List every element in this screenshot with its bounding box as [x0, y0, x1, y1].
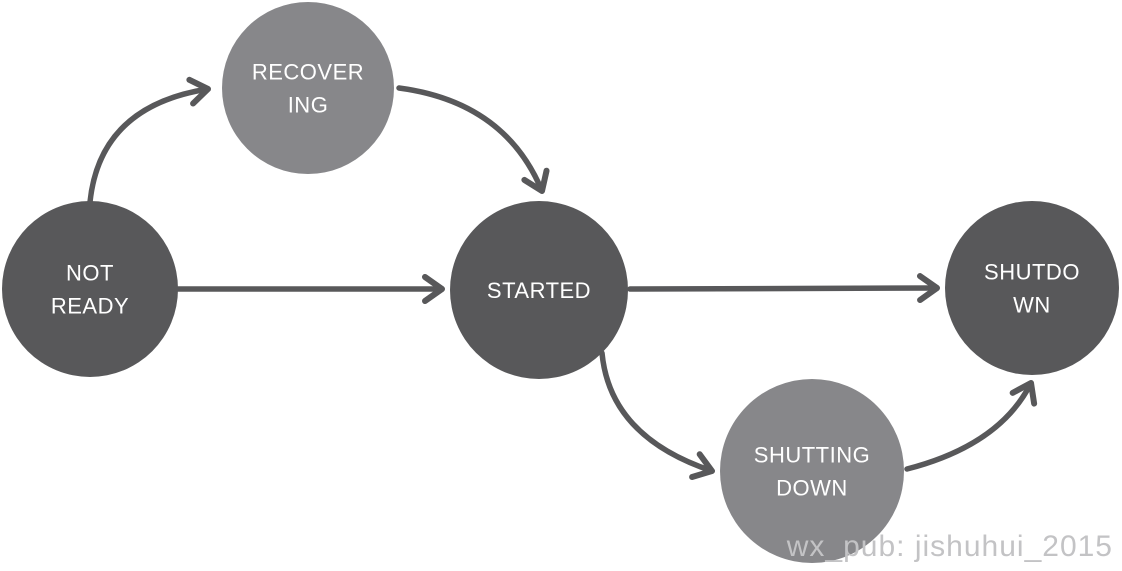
- edge-shutting-down-to-shutdown: [904, 380, 1038, 472]
- node-shutdown: [945, 201, 1119, 375]
- node-recovering: [222, 2, 394, 174]
- watermark-text: wx_pub: jishuhui_2015: [786, 530, 1113, 563]
- node-label-started: STARTED: [487, 278, 591, 303]
- edge-recovering-to-started: [396, 85, 550, 194]
- edges-layer: [87, 76, 1038, 481]
- node-not-ready: [2, 201, 178, 377]
- edge-started-to-shutting-down: [599, 350, 715, 481]
- node-shutting-down: [720, 379, 904, 563]
- node-started: [450, 201, 628, 379]
- edge-not-ready-to-recovering: [87, 76, 211, 205]
- edge-started-to-shutdown: [627, 273, 940, 304]
